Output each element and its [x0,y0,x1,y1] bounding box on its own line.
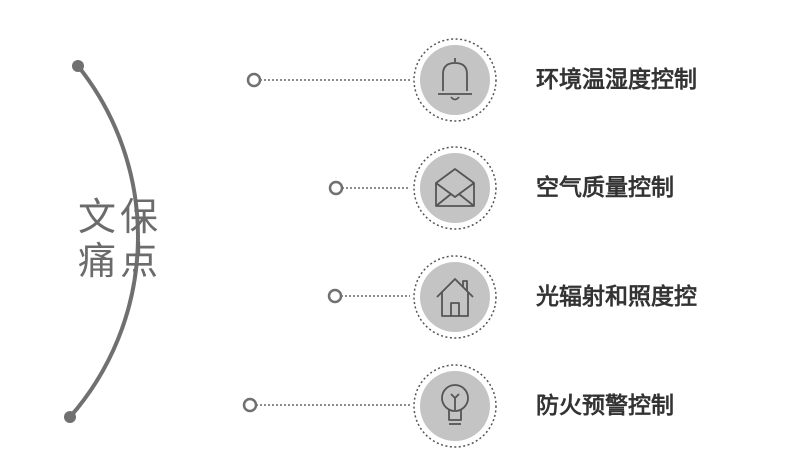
arc-node-2 [328,180,344,196]
icon-disc-2 [420,153,490,223]
lightbulb-icon [441,384,469,425]
icon-ring-3 [413,255,497,339]
house-icon [436,278,474,317]
item-1 [246,38,497,122]
icon-ring-4 [413,364,497,448]
arc-node-4 [242,397,258,413]
item-2 [328,146,497,230]
item-label-2: 空气质量控制 [536,175,674,201]
envelope-icon [435,168,475,207]
item-4 [242,364,497,448]
center-title-line-2: 痛点 [78,239,163,283]
item-label-3: 光辐射和照度控 [536,284,697,310]
icon-ring-2 [413,146,497,230]
center-title: 文保 痛点 [78,195,208,283]
item-3 [327,255,497,339]
icon-disc-3 [420,262,490,332]
icon-disc-1 [420,45,490,115]
arc-node-3 [327,288,343,304]
arc-end-dot-top [72,60,84,72]
arc-end-dot-bottom [64,411,76,423]
arc-node-1 [246,72,262,88]
item-label-1: 环境温湿度控制 [536,67,697,93]
center-title-line-1: 文保 [78,195,163,239]
bell-icon [438,58,472,101]
main-arc [68,64,140,419]
icon-ring-1 [413,38,497,122]
item-label-4: 防火预警控制 [536,393,674,419]
